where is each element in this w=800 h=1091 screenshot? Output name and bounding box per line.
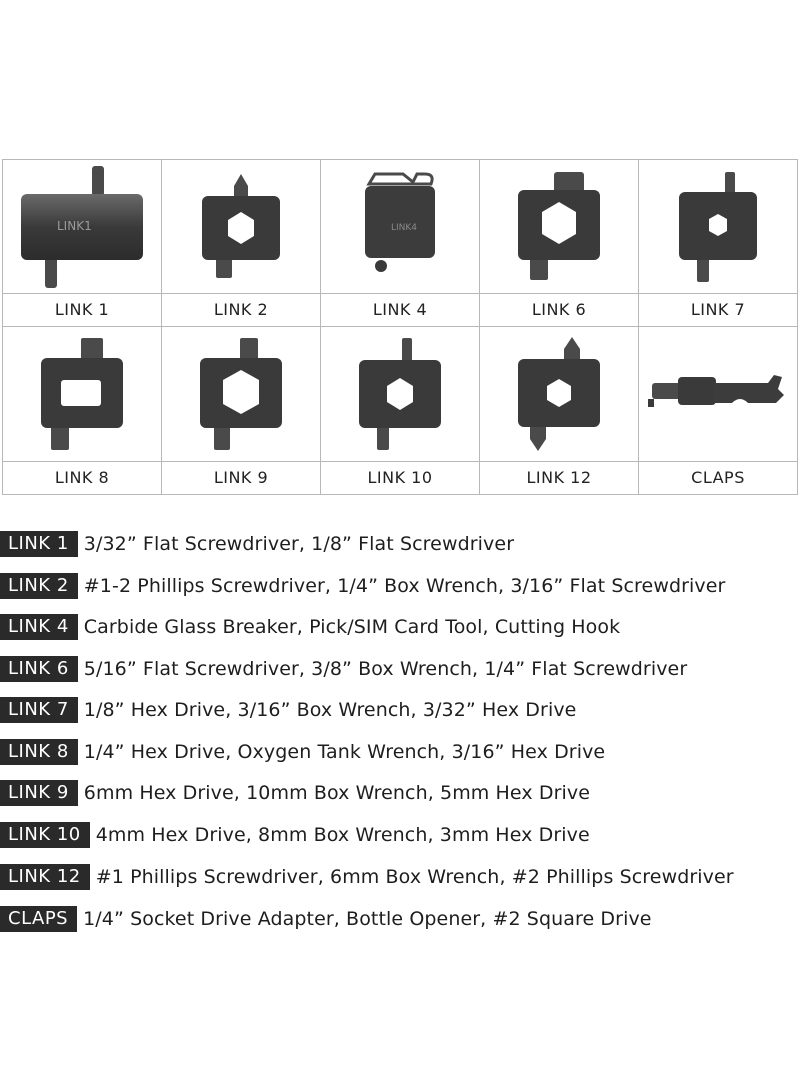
spec-row-link-6: LINK 6 5/16” Flat Screwdriver, 3/8” Box …	[0, 654, 687, 684]
spec-row-link-12: LINK 12 #1 Phillips Screwdriver, 6mm Box…	[0, 862, 734, 892]
spec-description: 1/4” Socket Drive Adapter, Bottle Opener…	[83, 908, 652, 930]
spec-description: 5/16” Flat Screwdriver, 3/8” Box Wrench,…	[83, 658, 688, 680]
spec-row-link-7: LINK 7 1/8” Hex Drive, 3/16” Box Wrench,…	[0, 695, 576, 725]
spec-row-link-10: LINK 10 4mm Hex Drive, 8mm Box Wrench, 3…	[0, 820, 590, 850]
spec-tag: CLAPS	[0, 906, 78, 932]
cell-label: LINK 8	[54, 467, 110, 487]
cell-label: CLAPS	[691, 467, 745, 487]
link-9-tool-icon	[200, 337, 282, 450]
cell-claps-image	[638, 326, 798, 462]
link-10-tool-icon	[359, 337, 441, 450]
cell-link-1-image: LINK1	[2, 158, 162, 295]
spec-description: 6mm Hex Drive, 10mm Box Wrench, 5mm Hex …	[83, 782, 591, 804]
cell-link-4-image: LINK4	[320, 158, 480, 295]
grid-label-row-2: LINK 8 LINK 9 LINK 10 LINK 12 CLAPS	[2, 460, 798, 496]
link-1-tool-icon: LINK1	[21, 165, 143, 288]
cell-label: LINK 1	[54, 300, 110, 320]
claps-tool-icon	[648, 374, 784, 407]
grid-image-row-1: LINK1 LINK4	[2, 158, 798, 295]
spec-description: #1 Phillips Screwdriver, 6mm Box Wrench,…	[95, 866, 734, 888]
spec-description: Carbide Glass Breaker, Pick/SIM Card Too…	[83, 616, 621, 638]
spec-tag: LINK 10	[0, 822, 90, 848]
spec-description: 1/4” Hex Drive, Oxygen Tank Wrench, 3/16…	[83, 741, 606, 763]
spec-tag: LINK 9	[0, 780, 78, 806]
spec-description: #1-2 Phillips Screwdriver, 1/4” Box Wren…	[83, 575, 726, 597]
spec-row-link-1: LINK 1 3/32” Flat Screwdriver, 1/8” Flat…	[0, 529, 514, 559]
spec-tag: LINK 12	[0, 864, 90, 890]
cell-label: LINK 2	[213, 300, 269, 320]
link-7-tool-icon	[679, 171, 757, 282]
cell-label: LINK 10	[367, 467, 433, 487]
cell-label: LINK 6	[531, 300, 587, 320]
spec-row-link-9: LINK 9 6mm Hex Drive, 10mm Box Wrench, 5…	[0, 778, 590, 808]
grid-image-row-2	[2, 326, 798, 462]
tool-links-grid: LINK1 LINK4	[2, 158, 798, 496]
spec-tag: LINK 1	[0, 531, 78, 557]
spec-row-link-2: LINK 2 #1-2 Phillips Screwdriver, 1/4” B…	[0, 571, 725, 601]
cell-label: LINK 12	[526, 467, 592, 487]
link-8-tool-icon	[41, 337, 123, 450]
spec-tag: LINK 2	[0, 573, 78, 599]
spec-tag: LINK 4	[0, 614, 78, 640]
cell-link-2-image	[161, 158, 321, 295]
link-12-tool-icon	[518, 336, 600, 451]
link-2-tool-icon	[202, 173, 280, 278]
svg-text:LINK1: LINK1	[57, 219, 92, 233]
spec-description: 4mm Hex Drive, 8mm Box Wrench, 3mm Hex D…	[95, 824, 590, 846]
link-6-tool-icon	[518, 171, 600, 280]
link-4-tool-icon: LINK4	[365, 172, 435, 272]
cell-link-9-image	[161, 326, 321, 462]
spec-row-claps: CLAPS 1/4” Socket Drive Adapter, Bottle …	[0, 904, 652, 934]
cell-link-7-image	[638, 158, 798, 295]
cell-label: LINK 4	[372, 300, 428, 320]
cell-link-8-image	[2, 326, 162, 462]
grid-label-row-1: LINK 1 LINK 2 LINK 4 LINK 6 LINK 7	[2, 293, 798, 328]
spec-tag: LINK 6	[0, 656, 78, 682]
cell-link-6-image	[479, 158, 639, 295]
cell-link-12-image	[479, 326, 639, 462]
spec-tag: LINK 8	[0, 739, 78, 765]
spec-description: 1/8” Hex Drive, 3/16” Box Wrench, 3/32” …	[83, 699, 577, 721]
spec-tag: LINK 7	[0, 697, 78, 723]
svg-text:LINK4: LINK4	[391, 223, 417, 233]
spec-row-link-4: LINK 4 Carbide Glass Breaker, Pick/SIM C…	[0, 612, 620, 642]
cell-link-10-image	[320, 326, 480, 462]
spec-row-link-8: LINK 8 1/4” Hex Drive, Oxygen Tank Wrenc…	[0, 737, 605, 767]
spec-description: 3/32” Flat Screwdriver, 1/8” Flat Screwd…	[83, 533, 515, 555]
cell-label: LINK 9	[213, 467, 269, 487]
cell-label: LINK 7	[690, 300, 746, 320]
